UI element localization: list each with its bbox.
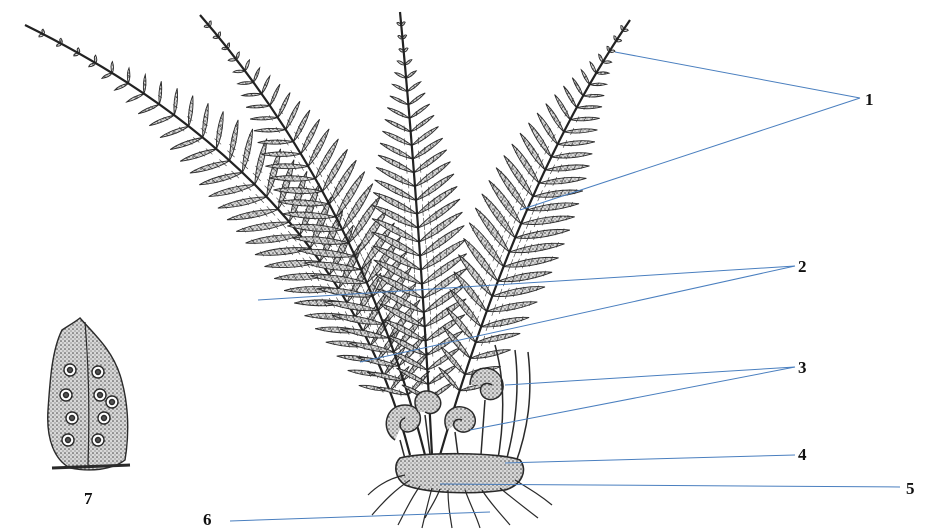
pinna — [498, 272, 552, 282]
label-7: 7 — [84, 490, 93, 507]
root — [515, 480, 552, 505]
pinna — [246, 105, 270, 108]
pinna — [481, 317, 529, 327]
pinna — [170, 138, 203, 150]
sorus-center — [98, 393, 103, 398]
pinna — [324, 301, 378, 310]
pinna — [270, 84, 280, 106]
pinna — [111, 62, 114, 74]
pinna — [419, 212, 462, 242]
pinna — [521, 216, 575, 224]
pinna — [572, 78, 583, 96]
pinna — [470, 350, 510, 359]
pinna — [558, 141, 595, 146]
pinna — [533, 190, 583, 197]
pinna — [410, 104, 430, 118]
pinna — [583, 94, 604, 97]
rhizome — [396, 454, 524, 493]
root — [465, 490, 480, 528]
pinna — [417, 186, 457, 214]
label-3: 3 — [798, 359, 807, 376]
sorus-center — [68, 368, 73, 373]
leader-3b — [470, 367, 795, 430]
sorus-center — [70, 416, 75, 421]
pinna — [464, 238, 498, 281]
pinna — [590, 62, 596, 73]
pinna — [180, 149, 216, 161]
root — [448, 490, 452, 528]
pinna — [596, 72, 609, 75]
pinna — [492, 287, 545, 297]
pinna — [258, 140, 294, 144]
pinna — [564, 86, 577, 108]
leader-3a — [505, 367, 795, 385]
pinna — [405, 60, 412, 65]
pinna — [599, 54, 603, 62]
pinna — [487, 302, 538, 312]
label-1: 1 — [865, 91, 874, 108]
pinnule-detail — [48, 318, 130, 470]
pinna — [387, 108, 409, 119]
root — [398, 486, 420, 525]
root — [482, 490, 510, 525]
pinna — [527, 203, 579, 211]
pinna — [233, 70, 245, 73]
pinna — [102, 73, 112, 78]
pinna — [138, 104, 159, 113]
pinna — [406, 71, 416, 78]
pinna — [395, 73, 406, 78]
young-stalk-2 — [505, 350, 517, 465]
leader-2a — [258, 266, 795, 300]
frond-right — [439, 20, 630, 455]
label-4: 4 — [798, 446, 807, 463]
pinna — [159, 81, 162, 104]
pinna — [577, 106, 602, 109]
leader-4 — [505, 455, 795, 463]
label-6: 6 — [203, 511, 212, 528]
sorus-center — [102, 416, 107, 421]
root — [500, 488, 538, 518]
sorus-center — [64, 393, 69, 398]
sorus-center — [66, 438, 71, 443]
pinna — [458, 255, 492, 297]
sorus-center — [96, 438, 101, 443]
pinna — [245, 60, 250, 71]
leader-1a — [615, 52, 860, 98]
pinna — [174, 88, 178, 115]
pinna — [149, 115, 174, 126]
label-5: 5 — [906, 480, 915, 497]
label-2: 2 — [798, 258, 807, 275]
sorus-center — [110, 400, 115, 405]
pinna — [262, 152, 301, 156]
young-stalk-1 — [495, 345, 503, 465]
pinna — [551, 153, 592, 158]
sorus-center — [96, 370, 101, 375]
